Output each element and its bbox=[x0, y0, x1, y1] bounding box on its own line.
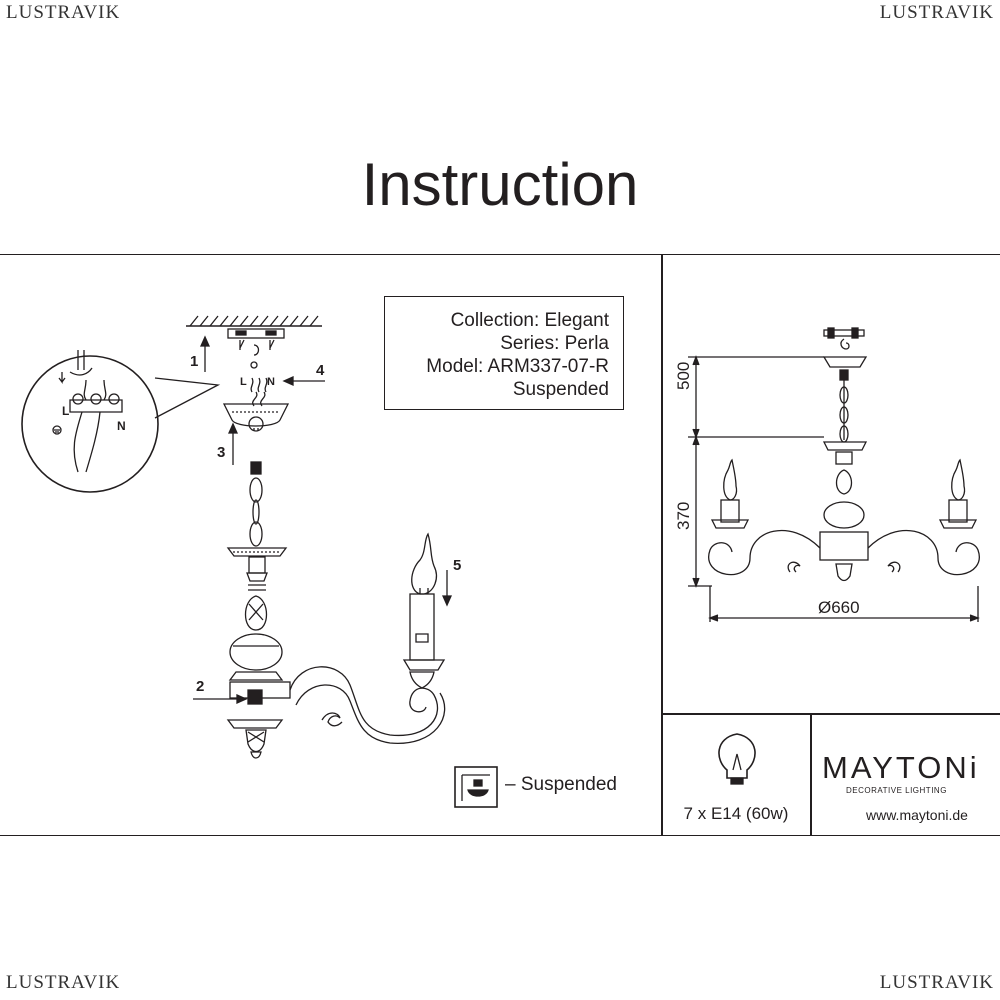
legend-suspended-label: – Suspended bbox=[505, 774, 617, 795]
light-bulb-icon bbox=[718, 733, 756, 785]
watermark-bottom-right: LUSTRAVIK bbox=[879, 972, 994, 993]
mounting-bracket bbox=[227, 328, 285, 369]
step-3-number: 3 bbox=[217, 444, 226, 461]
step-2-number: 2 bbox=[196, 678, 205, 695]
wire-neutral-label: N bbox=[267, 376, 275, 388]
divider-vertical-bottom bbox=[810, 713, 812, 836]
suspended-icon bbox=[454, 766, 498, 808]
brand-url: www.maytoni.de bbox=[866, 807, 968, 823]
divider-vertical-main bbox=[661, 254, 663, 836]
arrow-step-5 bbox=[441, 570, 453, 607]
arrow-step-1 bbox=[199, 335, 211, 372]
collection-label: Collection: Elegant bbox=[450, 310, 609, 331]
page-title: Instruction bbox=[361, 151, 639, 218]
product-info-box: Collection: Elegant Series: Perla Model:… bbox=[384, 296, 624, 410]
step-5-number: 5 bbox=[453, 557, 462, 574]
arrow-step-4 bbox=[282, 375, 325, 387]
series-label: Series: Perla bbox=[500, 333, 609, 354]
ceiling-cup bbox=[222, 403, 290, 432]
brand-logo: MAYTONi bbox=[822, 750, 980, 785]
dimension-diameter: Ø660 bbox=[818, 598, 860, 617]
watermark-bottom-left: LUSTRAVIK bbox=[6, 972, 121, 993]
chandelier-body bbox=[226, 547, 291, 759]
ceiling-hatch bbox=[186, 315, 322, 327]
step-1-number: 1 bbox=[190, 353, 199, 370]
type-label: Suspended bbox=[512, 379, 609, 400]
brand-subtitle: DECORATIVE LIGHTING bbox=[846, 786, 947, 795]
watermark-top-right: LUSTRAVIK bbox=[879, 2, 994, 23]
zoom-live-label: L bbox=[62, 404, 70, 418]
divider-horizontal-right bbox=[661, 713, 1000, 715]
bulb-spec: 7 x E14 (60w) bbox=[683, 804, 789, 823]
arrow-step-2 bbox=[193, 693, 248, 705]
candle-holder bbox=[409, 532, 438, 661]
wire-live-label: L bbox=[240, 376, 247, 388]
watermark-top-left: LUSTRAVIK bbox=[6, 2, 121, 23]
step-4-number: 4 bbox=[316, 362, 325, 379]
zoom-neutral-label: N bbox=[117, 419, 126, 433]
wiring-zoom-detail bbox=[21, 350, 221, 493]
wires bbox=[250, 377, 268, 407]
instruction-frame bbox=[0, 254, 1000, 836]
chain bbox=[249, 461, 263, 547]
arrow-step-3 bbox=[227, 422, 239, 465]
dimension-drawing bbox=[688, 327, 980, 622]
model-label: Model: ARM337-07-R bbox=[426, 356, 609, 377]
chandelier-arm bbox=[289, 659, 446, 744]
